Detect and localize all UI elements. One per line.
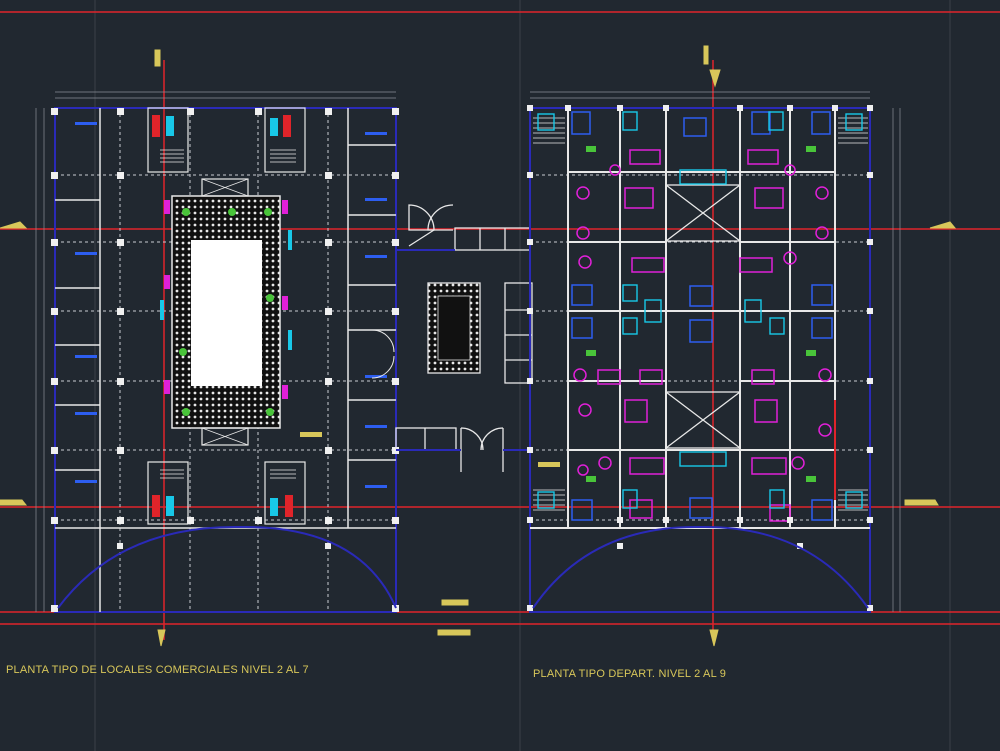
plan-title-commercial: PLANTA TIPO DE LOCALES COMERCIALES NIVEL… (6, 664, 309, 676)
section-markers (0, 45, 957, 647)
annotation-tags (300, 432, 560, 467)
connecting-bridge (395, 204, 533, 472)
viewport-dividers (94, 0, 951, 751)
apartment-floor-plan (527, 91, 901, 613)
horizontal-axis-lines (0, 11, 1000, 625)
vertical-axis-lines (163, 60, 714, 640)
commercial-floor-plan (35, 91, 399, 613)
plan-title-apartments: PLANTA TIPO DEPART. NIVEL 2 AL 9 (533, 668, 727, 680)
